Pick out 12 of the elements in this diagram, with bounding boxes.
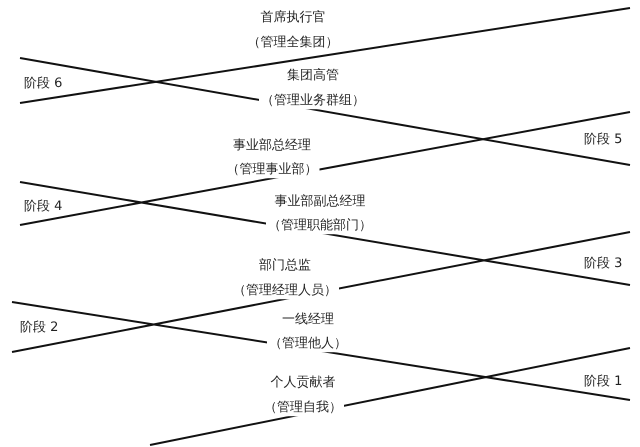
role-title: 个人贡献者 bbox=[268, 375, 338, 391]
role-title: 首席执行官 bbox=[258, 10, 328, 26]
role-title: 事业部总经理 bbox=[231, 138, 313, 154]
stage-label: 阶段 1 bbox=[582, 374, 624, 390]
stage-label: 阶段 5 bbox=[582, 132, 624, 148]
stage-label: 阶段 2 bbox=[18, 320, 60, 336]
role-title: 事业部副总经理 bbox=[272, 194, 368, 210]
stage-label: 阶段 3 bbox=[582, 256, 624, 272]
stage-label: 阶段 4 bbox=[22, 199, 64, 215]
role-title: 集团高管 bbox=[285, 68, 341, 84]
stage-label: 阶段 6 bbox=[22, 76, 64, 92]
role-title: 部门总监 bbox=[257, 258, 313, 274]
